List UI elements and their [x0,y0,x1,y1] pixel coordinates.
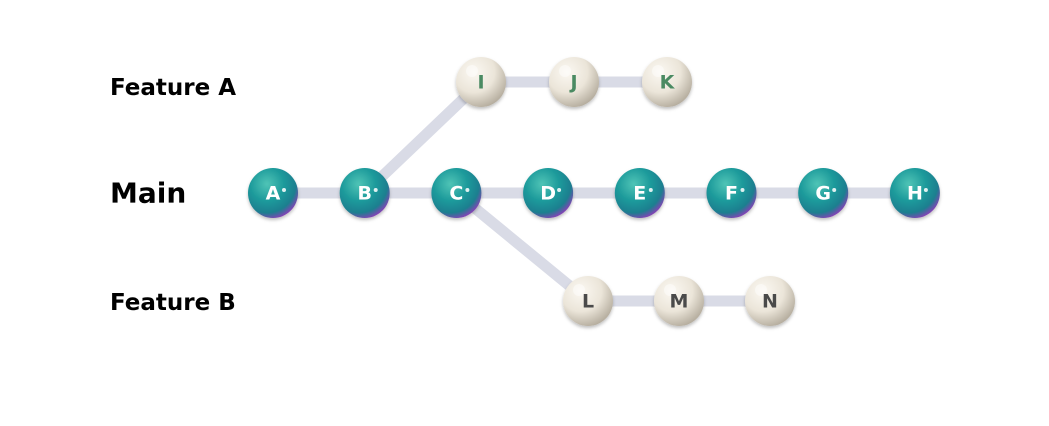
commit-node-highlight [465,188,470,192]
commit-node-circle [889,168,940,218]
commit-node-circle [456,57,506,107]
commit-label: K [660,72,676,94]
commit-node-circle [248,168,298,218]
commit-label: H [907,183,923,205]
commit-node-circle [642,57,692,107]
commit-node-b[interactable]: B [339,168,390,218]
commit-node-highlight [648,188,653,192]
commit-label: B [357,183,371,205]
commit-node-f[interactable]: F [706,168,757,218]
commit-node-highlight [466,65,478,77]
branch-label-feature-a: Feature A [110,75,237,101]
commit-label: E [633,183,646,205]
commit-label: C [449,183,463,205]
commit-node-i[interactable]: I [456,57,506,107]
commit-node-circle [706,168,757,218]
commit-label: A [266,183,281,205]
commit-node-circle [549,57,599,107]
commit-node-highlight [573,284,585,296]
commit-node-circle [431,168,482,218]
commit-node-highlight [557,188,562,192]
commit-node-highlight [740,188,745,192]
commit-node-a[interactable]: A [248,168,298,218]
commit-node-highlight [652,65,664,77]
commit-label: J [568,72,577,94]
commit-label: D [540,183,556,205]
commit-node-circle [563,276,613,326]
commit-node-highlight [282,188,286,192]
commit-node-n[interactable]: N [745,276,795,326]
commit-node-h[interactable]: H [889,168,940,218]
commit-label: I [477,72,484,94]
commit-node-highlight [373,188,378,192]
commit-node-k[interactable]: K [642,57,692,107]
commit-node-highlight [832,188,837,192]
commit-node-layer: A B C D E F G H I J K L M N [248,57,940,326]
commit-node-circle [523,168,574,218]
commit-node-c[interactable]: C [431,168,482,218]
branch-connector-b-i [359,76,487,199]
commit-label: F [725,183,738,205]
commit-node-l[interactable]: L [563,276,613,326]
commit-node-circle [339,168,390,218]
commit-node-highlight [559,65,571,77]
commit-label: L [582,291,594,313]
commit-node-m[interactable]: M [654,276,704,326]
commit-node-highlight [923,188,928,192]
commit-node-g[interactable]: G [798,168,849,218]
commit-node-e[interactable]: E [614,168,665,218]
commit-node-circle [745,276,795,326]
branch-connector-c-l [450,187,594,307]
commit-node-highlight [755,284,767,296]
commit-node-d[interactable]: D [523,168,574,218]
branch-label-feature-b: Feature B [110,290,236,316]
commit-node-circle [654,276,704,326]
commit-node-j[interactable]: J [549,57,599,107]
branch-label-main: Main [110,176,187,210]
commit-node-highlight [664,284,676,296]
commit-label: N [762,291,778,313]
commit-node-circle [798,168,849,218]
commit-label: G [815,183,831,205]
commit-label: M [670,291,689,313]
commit-node-circle [614,168,665,218]
